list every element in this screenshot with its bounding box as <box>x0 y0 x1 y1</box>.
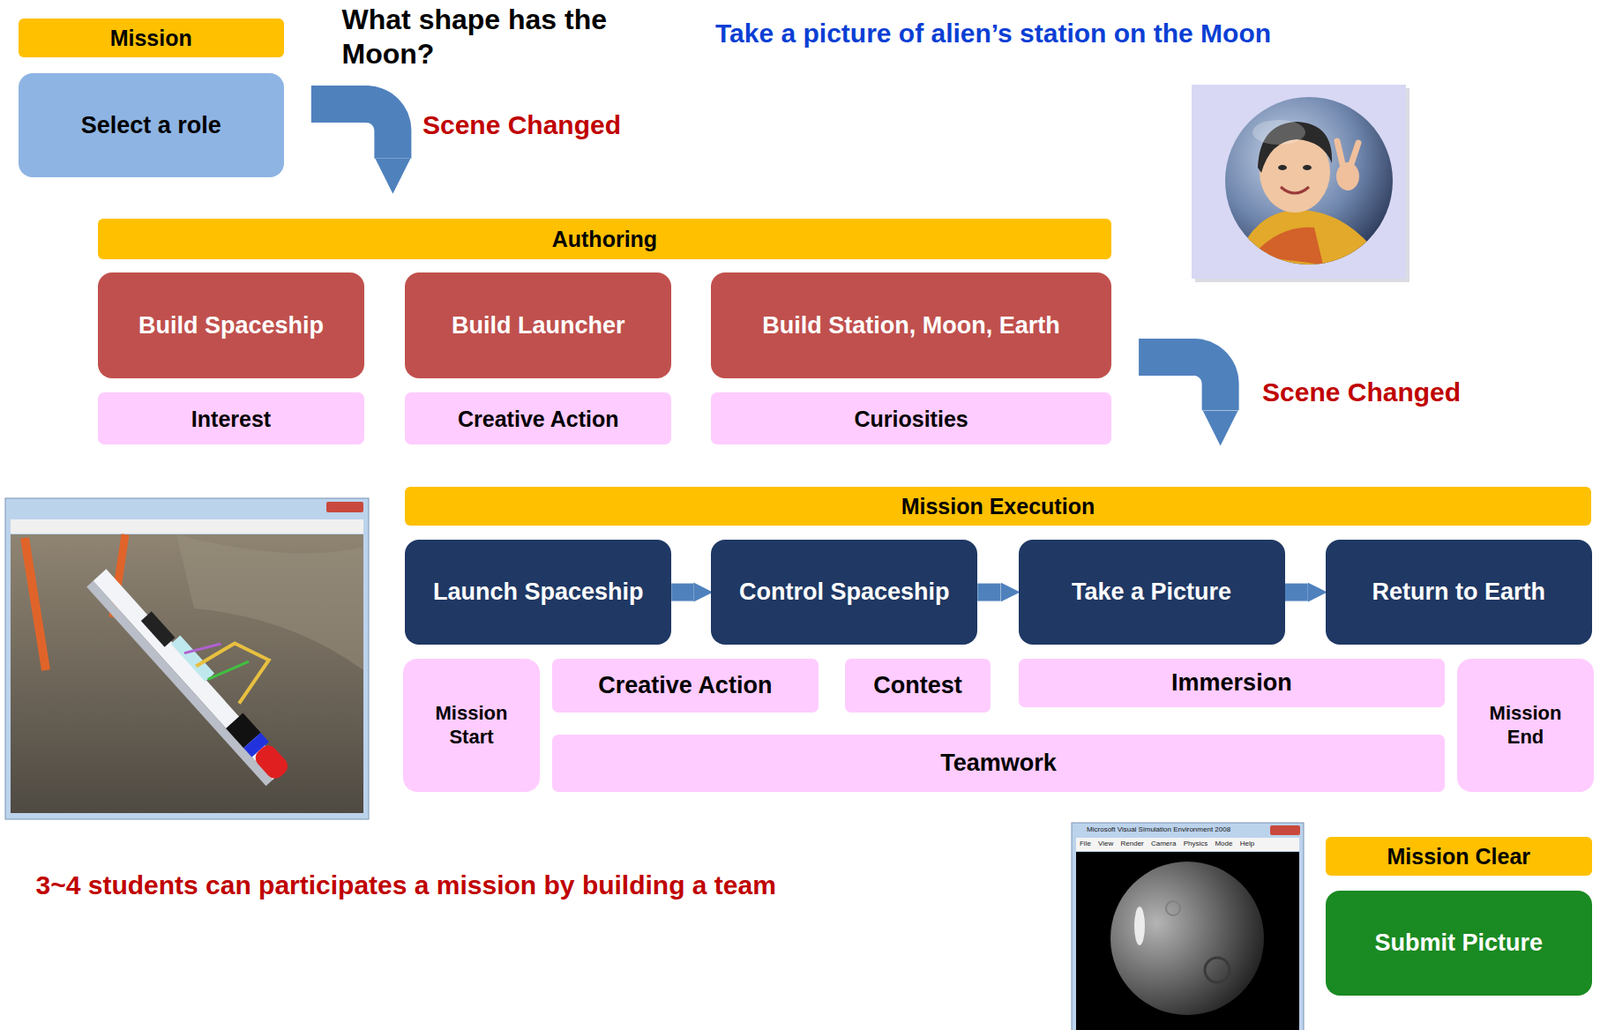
highlight <box>1252 119 1306 145</box>
glare <box>1134 906 1145 946</box>
crater <box>1166 901 1181 916</box>
face <box>1234 119 1385 265</box>
block <box>141 611 176 647</box>
section-band: Authoring <box>97 218 1112 260</box>
node-text: Build Station, Moon, Earth <box>762 311 1060 340</box>
shirt <box>1234 209 1385 265</box>
step-box: Return to Earth <box>1325 539 1593 645</box>
node-text: Build Launcher <box>451 311 626 340</box>
smile <box>1280 186 1309 194</box>
rail-top <box>93 568 286 780</box>
moon-face-photo <box>1191 84 1410 283</box>
authoring-box: Build Spaceship <box>97 272 365 379</box>
step-box: Take a Picture <box>1018 539 1286 645</box>
node-text: Return to Earth <box>1372 577 1547 606</box>
node-text: Curiosities <box>853 405 968 433</box>
note-text: Take a picture of alien’s station on the… <box>715 17 1272 50</box>
stage-tag: Curiosities <box>710 392 1112 445</box>
node-text: Submit Picture <box>1375 928 1544 958</box>
section-band: Mission Execution <box>404 486 1591 526</box>
node-text: Authoring <box>552 225 658 253</box>
rail-side <box>86 581 273 787</box>
stage-tag: Creative Action <box>404 392 672 445</box>
note-text: File View Render Camera Physics Mode Hel… <box>1079 839 1255 849</box>
node-text: Immersion <box>1171 668 1293 697</box>
scene-arrow <box>311 104 394 159</box>
stage-tag: Teamwork <box>552 734 1445 793</box>
stage-tag: Mission Start <box>403 658 539 792</box>
node-text: Mission Execution <box>901 493 1095 520</box>
photo-ground <box>1191 84 1406 279</box>
submit-box: Submit Picture <box>1325 890 1593 996</box>
note-text: 3~4 students can participates a mission … <box>35 869 776 902</box>
crater <box>1204 957 1230 983</box>
wire <box>184 630 222 666</box>
space <box>1076 852 1300 1030</box>
node-text: Teamwork <box>940 748 1057 778</box>
stage-tag: Contest <box>844 658 991 712</box>
step-box: Control Spaceship <box>710 539 978 645</box>
node-text: Interest <box>191 405 271 433</box>
stage-tag: Immersion <box>1018 658 1446 707</box>
node-text: Mission End <box>1478 702 1572 749</box>
window-buttons <box>326 501 364 513</box>
edge-label: Scene Changed <box>1262 376 1461 409</box>
node-text: Contest <box>873 671 963 700</box>
terrain <box>176 534 364 671</box>
pole <box>24 538 46 671</box>
moon-screenshot <box>1071 822 1304 1030</box>
node-text: Take a Picture <box>1071 577 1232 606</box>
authoring-box: Build Launcher <box>404 272 672 379</box>
node-text: Creative Action <box>457 405 619 433</box>
rocket-nose <box>252 741 292 783</box>
sphere <box>1225 97 1393 265</box>
menu-bar <box>10 519 364 534</box>
menu-bar <box>1076 837 1300 852</box>
node-text: Select a role <box>81 111 222 140</box>
node-text: Control Spaceship <box>739 577 950 606</box>
node-text: Mission Clear <box>1386 843 1531 870</box>
launcher <box>86 529 332 789</box>
step-box: Launch Spaceship <box>404 539 672 645</box>
shirt-stripe <box>1252 227 1324 265</box>
flow-arrow <box>1285 583 1309 602</box>
edge-label: Scene Changed <box>422 109 621 142</box>
window-frame <box>5 498 369 820</box>
node-text: Creative Action <box>598 671 772 700</box>
scene-arrow <box>1138 357 1221 412</box>
simulator-screenshot <box>5 498 369 820</box>
moon <box>1110 861 1264 1016</box>
section-band: Mission Clear <box>1325 837 1593 876</box>
wire <box>208 650 249 690</box>
stage-tag: Interest <box>97 392 365 445</box>
role-box: Select a role <box>18 73 285 178</box>
wire <box>195 627 277 709</box>
eye <box>1278 164 1287 171</box>
eye <box>1302 164 1312 171</box>
hand <box>1336 162 1360 191</box>
fingers <box>1337 141 1359 165</box>
note-text: Microsoft Visual Simulation Environment … <box>1086 825 1231 835</box>
node-text: Mission Start <box>424 702 518 749</box>
flow-arrow <box>977 583 1001 602</box>
note-text: What shape has the Moon? <box>342 2 654 71</box>
window-buttons <box>1270 825 1301 836</box>
flow-arrow <box>671 583 694 602</box>
node-text: Launch Spaceship <box>433 577 644 606</box>
stage-tag: Mission End <box>1457 658 1593 792</box>
node-text: Build Spaceship <box>138 311 324 340</box>
scene-ground <box>10 534 364 814</box>
authoring-box: Build Station, Moon, Earth <box>710 272 1112 379</box>
stage-tag: Creative Action <box>552 658 819 712</box>
section-band: Mission <box>18 18 285 58</box>
node-text: Mission <box>110 24 193 52</box>
